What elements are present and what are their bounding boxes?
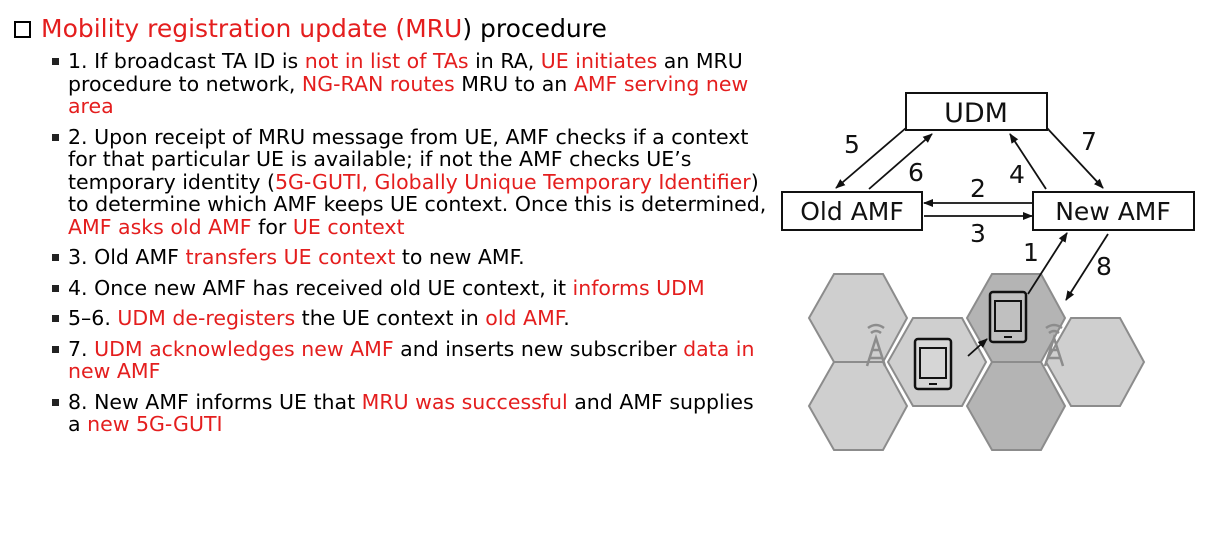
- arrow-step-6: [868, 133, 933, 190]
- bullet-text: 3. Old AMF: [68, 245, 186, 269]
- bullet-text: and inserts new subscriber: [393, 336, 684, 361]
- hexagon-cell: [807, 273, 909, 363]
- bullet-item: 8. New AMF informs UE that MRU was succe…: [48, 389, 768, 436]
- arrow-step-7: [1046, 127, 1104, 189]
- bullet-text: 5G-GUTI, Globally Unique Temporary Ident…: [274, 169, 751, 194]
- hexagon-cell: [807, 361, 909, 451]
- udm-node: UDM: [905, 92, 1048, 131]
- bullet-text: old AMF: [485, 306, 564, 330]
- bullet-text: 2. Upon receipt of MRU message from UE, …: [68, 124, 749, 194]
- bullet-text: UE context: [292, 214, 405, 239]
- bullet-text: 5–6.: [68, 306, 118, 330]
- hexagon-cells: [807, 273, 1146, 451]
- arrow-step-5: [835, 127, 907, 189]
- bullet-text: 7.: [68, 336, 95, 361]
- udm-label: UDM: [944, 98, 1008, 129]
- bullet-text: the UE context in: [295, 306, 486, 330]
- bullet-text: data in new AMF: [68, 336, 755, 383]
- bullet-text: informs UDM: [572, 275, 705, 300]
- bullet-text: UDM de-registers: [117, 306, 296, 330]
- bullet-text: transfers UE context: [185, 245, 396, 269]
- title-part: MRU: [405, 14, 463, 43]
- cell-tower-icon: [1043, 323, 1065, 367]
- bullet-text: new 5G-GUTI: [87, 412, 223, 436]
- bullet-text: ) to determine which AMF keeps UE contex…: [68, 169, 767, 216]
- bullet-item: 5–6. UDM de-registers the UE context in …: [48, 307, 768, 330]
- bullet-text: not in list of TAs: [304, 49, 469, 73]
- bullet-text: MRU was successful: [361, 389, 568, 414]
- ue-movement-arrow: [967, 338, 988, 357]
- bullet-text: AMF serving new area: [68, 71, 749, 118]
- bullet-item: 2. Upon receipt of MRU message from UE, …: [48, 124, 768, 239]
- step-label-6: 6: [908, 158, 924, 187]
- bullet-text: MRU to an: [454, 71, 574, 96]
- bullet-text: 8. New AMF informs UE that: [68, 389, 362, 414]
- arrow-step-1: [1027, 232, 1068, 295]
- cell-tower-icon: [865, 323, 887, 367]
- mobile-phone-icon: [988, 290, 1028, 344]
- mobile-phone-icon: [913, 337, 953, 391]
- hexagon-cell: [965, 361, 1067, 451]
- bullet-text: UE initiates: [540, 49, 658, 73]
- new-amf-node: New AMF: [1032, 191, 1195, 231]
- slide-title: Mobility registration update (MRU) proce…: [14, 14, 607, 44]
- bullet-text: AMF asks old AMF: [68, 214, 252, 239]
- old-amf-label: Old AMF: [800, 197, 904, 226]
- title-part: Mobility registration update (: [41, 14, 406, 43]
- old-amf-node: Old AMF: [781, 191, 923, 231]
- bullet-text: UDM acknowledges new AMF: [94, 336, 394, 361]
- step-label-3: 3: [970, 219, 986, 248]
- bullet-list: 1. If broadcast TA ID is not in list of …: [48, 50, 768, 444]
- bullet-text: an MRU procedure to network,: [68, 49, 743, 96]
- arrow-step-4: [1009, 133, 1047, 190]
- bullet-item: 1. If broadcast TA ID is not in list of …: [48, 50, 768, 118]
- bullet-text: 1. If broadcast TA ID is: [68, 49, 305, 73]
- arrow-step-8: [1065, 233, 1109, 301]
- step-label-7: 7: [1081, 127, 1097, 156]
- empty-square-icon: [14, 21, 31, 38]
- step-label-8: 8: [1096, 252, 1112, 281]
- bullet-item: 4. Once new AMF has received old UE cont…: [48, 275, 768, 300]
- bullet-text: to new AMF.: [395, 245, 525, 269]
- bullet-item: 3. Old AMF transfers UE context to new A…: [48, 246, 768, 269]
- step-label-4: 4: [1009, 160, 1025, 189]
- step-label-2: 2: [970, 174, 986, 203]
- step-label-5: 5: [844, 130, 860, 159]
- bullet-text: for: [251, 214, 293, 239]
- bullet-text: in RA,: [468, 49, 541, 73]
- bullet-text: NG-RAN routes: [301, 71, 455, 96]
- bullet-text: 4. Once new AMF has received old UE cont…: [68, 275, 573, 300]
- bullet-item: 7. UDM acknowledges new AMF and inserts …: [48, 336, 768, 383]
- bullet-text: .: [563, 306, 570, 330]
- title-part: ) procedure: [462, 14, 607, 43]
- bullet-text: and AMF supplies a: [68, 389, 754, 436]
- step-label-1: 1: [1023, 238, 1039, 267]
- new-amf-label: New AMF: [1055, 197, 1171, 226]
